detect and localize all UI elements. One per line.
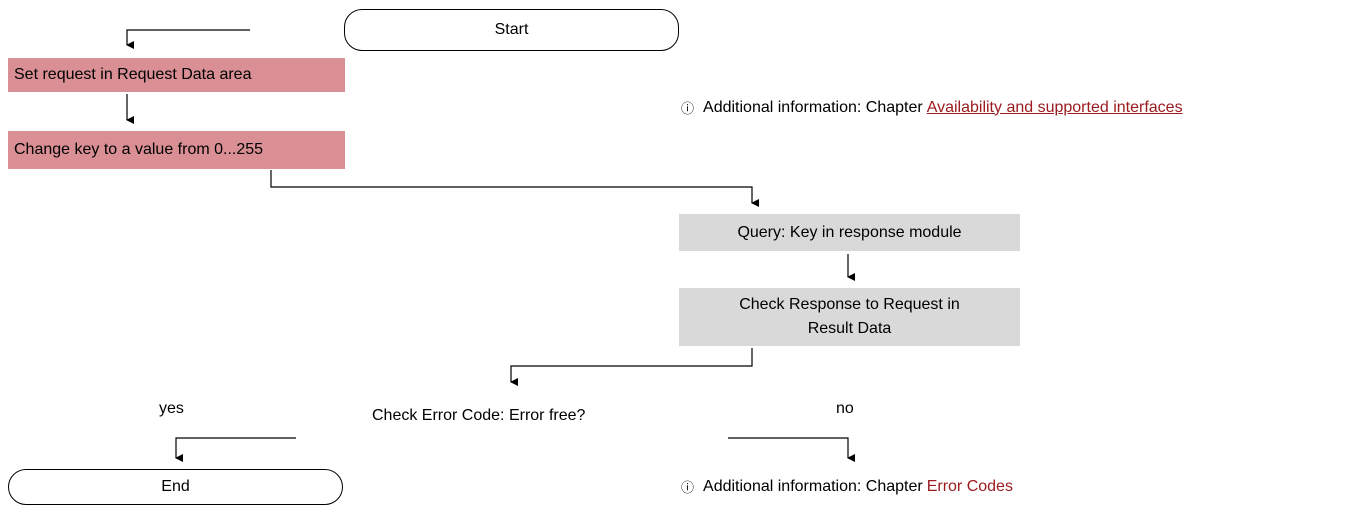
step-change-key-label: Change key to a value from 0...255 (14, 141, 264, 158)
end-label: End (161, 478, 190, 495)
step-query-key: Query: Key in response module (679, 214, 1020, 251)
step-set-request: Set request in Request Data area (8, 58, 345, 92)
info-icon: ⓘ (681, 101, 695, 116)
connector-no-branch (728, 437, 855, 462)
start-terminal: Start (344, 9, 679, 51)
availability-link[interactable]: Availability and supported interfaces (926, 98, 1183, 116)
info-availability: ⓘ Additional information: Chapter Availa… (681, 98, 1183, 117)
info-icon: ⓘ (681, 480, 695, 495)
step-check-response: Check Response to Request in Result Data (679, 288, 1020, 346)
connector-yes-to-end (175, 437, 296, 462)
error-codes-link[interactable]: Error Codes (926, 477, 1013, 495)
end-terminal: End (8, 469, 343, 505)
step-change-key: Change key to a value from 0...255 (8, 131, 345, 169)
step-check-response-label: Check Response to Request in Result Data (739, 296, 960, 337)
connector-change-to-query (270, 170, 759, 207)
decision-no-label: no (836, 400, 854, 417)
info-availability-text: Additional information: Chapter (703, 98, 923, 116)
decision-yes-label: yes (159, 400, 184, 417)
step-query-key-label: Query: Key in response module (737, 223, 962, 241)
connector-check-to-decision (510, 348, 753, 386)
info-error-codes-text: Additional information: Chapter (703, 477, 923, 495)
connector-start-to-set-request (126, 29, 250, 49)
info-error-codes: ⓘ Additional information: Chapter Error … (681, 477, 1013, 496)
start-label: Start (494, 21, 529, 38)
decision-question: Check Error Code: Error free? (372, 407, 586, 424)
step-set-request-label: Set request in Request Data area (14, 66, 252, 83)
